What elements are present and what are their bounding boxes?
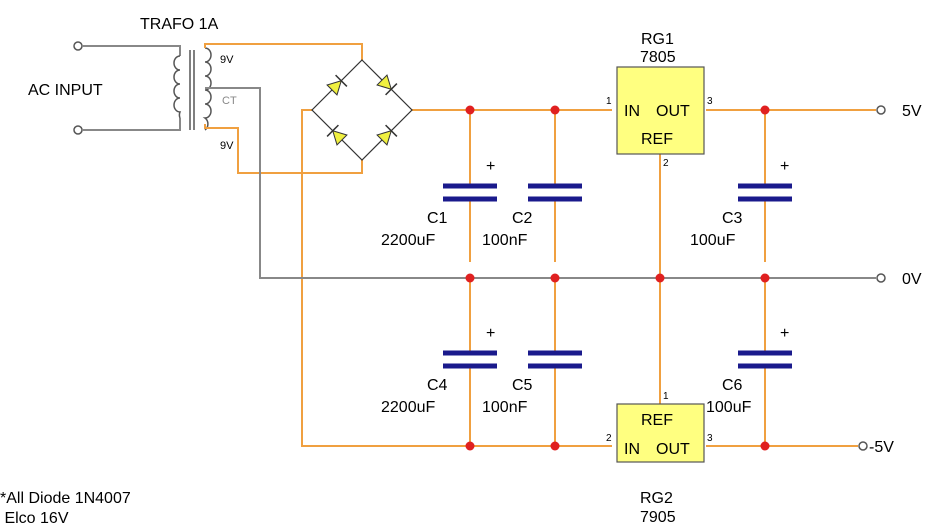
diode-4	[376, 124, 398, 146]
diode-2	[376, 74, 398, 96]
wires-main	[204, 43, 876, 447]
cap-c3-plus: +	[780, 158, 789, 175]
secondary-ct-label: CT	[222, 95, 237, 107]
ac-input-terminal-top	[73, 41, 83, 51]
secondary-coil	[202, 47, 212, 131]
notes: *All Diode 1N4007 Elco 16V	[0, 490, 131, 527]
cap-c4-plus: +	[486, 325, 495, 342]
junction	[550, 441, 560, 451]
rg2-pin1: 1	[663, 391, 669, 402]
rg1-part: 7805	[640, 49, 676, 66]
wire-ground-rail	[205, 87, 876, 279]
rg2-pin3: 3	[707, 433, 713, 444]
bridge-rectifier	[311, 59, 413, 161]
junction	[760, 273, 770, 283]
junctions	[465, 105, 770, 451]
transformer: TRAFO 1A AC INPUT 9V CT 9V	[28, 16, 237, 152]
cap-c1: + C1 2200uF	[381, 158, 497, 249]
rg2-ref-label: REF	[641, 412, 673, 429]
rg1-in-label: IN	[624, 103, 640, 120]
cap-c5-name: C5	[512, 377, 533, 394]
junction	[760, 441, 770, 451]
cap-c6-plus: +	[780, 325, 789, 342]
output-terminal-5v	[876, 105, 886, 115]
ac-input-terminal-bottom	[73, 125, 83, 135]
regulator-rg2: REF IN OUT 2 3 1 RG2 7905	[606, 391, 713, 526]
wires-ground	[205, 87, 876, 279]
regulator-rg1: RG1 7805 IN OUT REF 1 3 2	[606, 31, 713, 169]
cap-c6-name: C6	[722, 377, 743, 394]
rg2-in-label: IN	[624, 441, 640, 458]
rg1-out-label: OUT	[656, 103, 690, 120]
rg1-name: RG1	[641, 31, 674, 48]
secondary-top-label: 9V	[220, 54, 234, 66]
wire-sec-bottom	[204, 124, 363, 174]
transformer-label: TRAFO 1A	[140, 16, 219, 33]
bridge-outline	[311, 59, 413, 161]
output-5v-label: 5V	[902, 103, 922, 120]
secondary-bottom-label: 9V	[220, 140, 234, 152]
ac-input-label: AC INPUT	[28, 82, 103, 99]
junction	[465, 273, 475, 283]
junction	[465, 441, 475, 451]
output-neg5v-label: -5V	[869, 439, 894, 456]
wire-sec-top	[204, 43, 363, 60]
rg2-name: RG2	[640, 490, 673, 507]
cap-c5-value: 100nF	[482, 399, 528, 416]
cap-c1-name: C1	[427, 210, 448, 227]
rg2-pin2: 2	[606, 433, 612, 444]
note-elco: Elco 16V	[0, 510, 69, 527]
junction	[465, 105, 475, 115]
cap-c6: + C6 100uF	[706, 325, 792, 416]
cap-c3: + C3 100uF	[690, 158, 792, 249]
primary-wire-bottom	[82, 118, 181, 131]
rg2-body	[616, 403, 705, 463]
cap-c1-value: 2200uF	[381, 232, 435, 249]
cap-c4-value: 2200uF	[381, 399, 435, 416]
cap-c3-value: 100uF	[690, 232, 736, 249]
cap-c4-name: C4	[427, 377, 448, 394]
rg1-pin1: 1	[606, 96, 612, 107]
rg2-out-label: OUT	[656, 441, 690, 458]
rg2-part: 7905	[640, 509, 676, 526]
cap-c2-value: 100nF	[482, 232, 528, 249]
rg1-body	[616, 66, 705, 155]
output-0v-label: 0V	[902, 271, 922, 288]
primary-wire-top	[82, 45, 181, 56]
note-diodes: *All Diode 1N4007	[0, 490, 131, 507]
diode-3	[326, 124, 348, 146]
junction	[550, 105, 560, 115]
primary-coil	[173, 55, 182, 119]
junction	[550, 273, 560, 283]
cap-c6-value: 100uF	[706, 399, 752, 416]
output-terminal-neg5v	[858, 441, 868, 451]
junction	[760, 105, 770, 115]
rg1-ref-label: REF	[641, 131, 673, 148]
outputs: 5V 0V -5V	[858, 103, 922, 456]
cap-c4: + C4 2200uF	[381, 325, 497, 416]
junction	[655, 273, 665, 283]
cap-c2-name: C2	[512, 210, 533, 227]
cap-c3-name: C3	[722, 210, 743, 227]
diode-1	[326, 74, 348, 96]
cap-c2: C2 100nF	[482, 183, 582, 249]
cap-c1-plus: +	[486, 158, 495, 175]
rg1-pin2: 2	[663, 158, 669, 169]
cap-c5: C5 100nF	[482, 350, 582, 416]
output-terminal-0v	[876, 273, 886, 283]
rg1-pin3: 3	[707, 96, 713, 107]
